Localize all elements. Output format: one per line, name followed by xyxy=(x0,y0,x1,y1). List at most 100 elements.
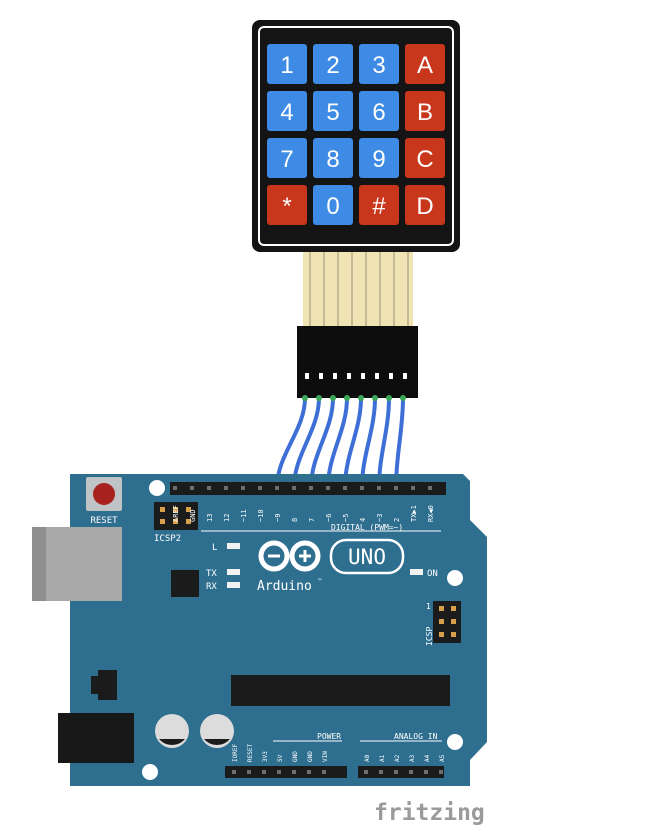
icsp2-pin xyxy=(173,507,178,512)
pin-label: RX◀0 xyxy=(427,505,435,522)
header-pin xyxy=(247,770,251,774)
keypad-key xyxy=(313,91,353,131)
keypad-key-label: 9 xyxy=(372,146,385,173)
mount-hole xyxy=(447,570,463,586)
header-pin xyxy=(173,486,177,490)
icsp2-pin xyxy=(186,507,191,512)
icsp-pin xyxy=(451,606,456,611)
keypad-key xyxy=(267,138,307,178)
usb-port-body xyxy=(70,527,122,601)
keypad-key-label: * xyxy=(282,193,291,220)
led-rx-label: RX xyxy=(206,582,217,592)
header-pin xyxy=(394,770,398,774)
brand-label: Arduino xyxy=(257,579,312,594)
keypad-key xyxy=(405,44,445,84)
keypad-key-label: 5 xyxy=(326,99,339,126)
analog-pin-label: A5 xyxy=(439,754,446,762)
keypad-key xyxy=(359,185,399,225)
wire-end xyxy=(372,395,378,401)
board-pcb xyxy=(70,474,487,786)
keypad-key-label: 2 xyxy=(326,52,339,79)
pin-label: GND xyxy=(189,509,197,522)
capacitor xyxy=(155,714,189,748)
header-pin xyxy=(224,486,228,490)
icsp2-pin xyxy=(160,519,165,524)
connector-hole xyxy=(333,373,337,379)
analog-pin-label: A2 xyxy=(394,754,401,762)
header-pin xyxy=(241,486,245,490)
icsp-pin xyxy=(439,606,444,611)
keypad-key-label: # xyxy=(372,193,386,220)
header-pin xyxy=(190,486,194,490)
led-l-label: L xyxy=(212,543,217,553)
icsp-label: ICSP xyxy=(425,627,434,646)
pin-label: 2 xyxy=(393,518,401,522)
led-tx xyxy=(227,569,240,575)
keypad-ribbon-cable xyxy=(303,252,413,328)
analog-header xyxy=(358,766,444,778)
header-pin xyxy=(262,770,266,774)
header-pin xyxy=(411,486,415,490)
mount-hole xyxy=(447,734,463,750)
icsp2-pin xyxy=(160,507,165,512)
connector-hole xyxy=(361,373,365,379)
uno-badge xyxy=(329,538,405,575)
header-pin xyxy=(360,486,364,490)
usb-chip xyxy=(171,570,199,597)
jumper-wire xyxy=(360,396,377,489)
keypad-key-label: 0 xyxy=(326,193,339,220)
arduino-logo-icon xyxy=(258,540,321,572)
header-pin xyxy=(394,486,398,490)
keypad-key xyxy=(267,44,307,84)
analog-pin-label: A4 xyxy=(424,754,431,762)
keypad-key xyxy=(359,91,399,131)
power-header xyxy=(225,766,347,778)
connector-hole xyxy=(319,373,323,379)
atmega-chip xyxy=(231,675,450,706)
capacitor xyxy=(200,714,234,748)
icsp-pin xyxy=(451,619,456,624)
jumper-wire xyxy=(275,396,307,489)
header-pin xyxy=(322,770,326,774)
pin-label: TX▶1 xyxy=(410,505,418,522)
header-pin xyxy=(326,486,330,490)
keypad-key-label: A xyxy=(417,52,433,79)
fritzing-watermark: fritzing xyxy=(374,800,485,826)
analog-pin-label: A1 xyxy=(379,754,386,762)
connector-hole xyxy=(305,373,309,379)
wire-end xyxy=(316,395,322,401)
header-pin xyxy=(275,486,279,490)
uno-label: UNO xyxy=(348,545,386,569)
pin-label: ~9 xyxy=(274,514,282,522)
jumper-wire xyxy=(377,396,391,489)
keypad-border xyxy=(258,26,454,246)
power-pin-label: 3V3 xyxy=(262,751,269,762)
power-pin-label: GND xyxy=(307,751,314,762)
icsp-pin xyxy=(439,619,444,624)
keypad-key xyxy=(405,91,445,131)
reset-button-cap xyxy=(93,483,115,505)
keypad-key xyxy=(313,138,353,178)
power-pin-label: GND xyxy=(292,751,299,762)
header-pin xyxy=(292,770,296,774)
keypad-key xyxy=(313,185,353,225)
header-pin xyxy=(343,486,347,490)
keypad-key-label: 8 xyxy=(326,146,339,173)
led-rx xyxy=(227,582,240,588)
power-pin-label: 5V xyxy=(277,754,284,762)
pin-label: 7 xyxy=(308,518,316,522)
digital-label: DIGITAL (PWM=~) xyxy=(331,523,403,532)
icsp-pin1-label: 1 xyxy=(426,602,431,611)
icsp-pin xyxy=(451,632,456,637)
pin-label: 13 xyxy=(206,514,214,522)
pin-label: ~5 xyxy=(342,514,350,522)
keypad-key-label: 3 xyxy=(372,52,385,79)
connector-body xyxy=(297,326,418,398)
header-pin xyxy=(424,770,428,774)
keypad-key xyxy=(359,138,399,178)
keypad-key xyxy=(313,44,353,84)
keypad-key-label: 1 xyxy=(280,52,293,79)
led-l xyxy=(227,543,240,549)
